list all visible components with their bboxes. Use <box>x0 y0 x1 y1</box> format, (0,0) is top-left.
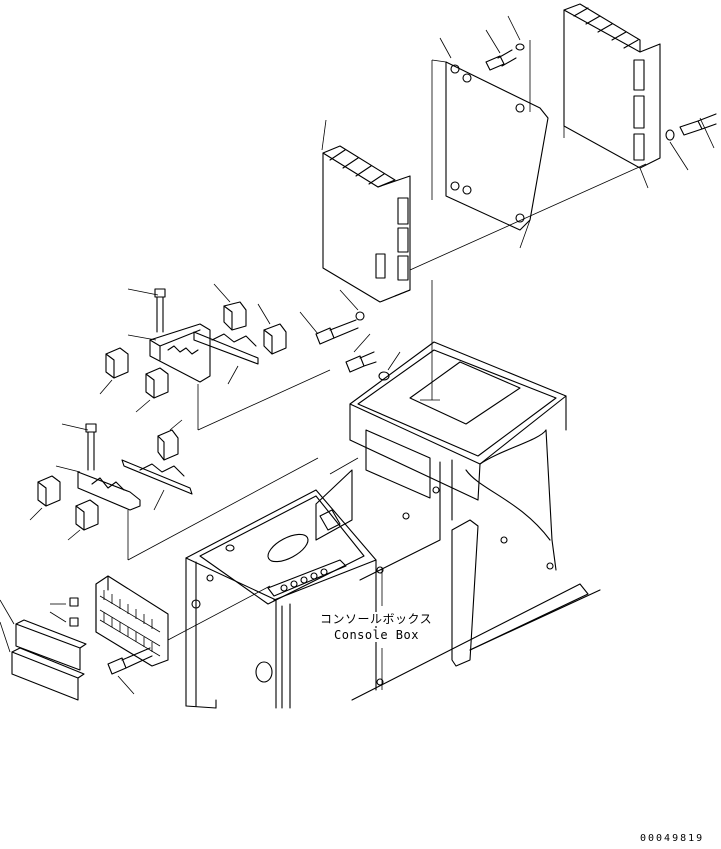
assembly-lines <box>410 126 646 400</box>
relay-1d <box>258 304 286 354</box>
bolt-top <box>486 16 530 112</box>
console-box-label-en: Console Box <box>334 628 419 642</box>
bolt-center-lower <box>346 334 400 380</box>
relay-1b <box>136 368 168 412</box>
relay-bracket-upper <box>128 289 330 430</box>
relay-bracket-upper-right <box>194 332 258 384</box>
mounting-plate <box>432 38 548 248</box>
relay-bracket-lower-right <box>122 460 192 510</box>
relay-1c <box>214 284 246 330</box>
fuse-box <box>96 576 270 666</box>
fuse-clips <box>50 598 78 626</box>
controller-unit-right <box>564 4 660 188</box>
console-box <box>186 342 600 708</box>
console-box-label-jp: コンソールボックス <box>320 612 433 626</box>
relay-2b <box>68 500 98 540</box>
relay-2c <box>158 420 182 460</box>
relay-2a <box>30 476 60 520</box>
controller-unit-left <box>322 120 410 302</box>
bolt-center-upper <box>300 290 364 344</box>
bolt-right <box>666 114 716 170</box>
bolt-lower-left <box>108 648 152 694</box>
relay-bracket-lower <box>56 424 318 560</box>
fuse-covers <box>0 600 86 700</box>
drawing-number: 00049819 <box>640 833 705 844</box>
relay-1a <box>100 348 128 394</box>
